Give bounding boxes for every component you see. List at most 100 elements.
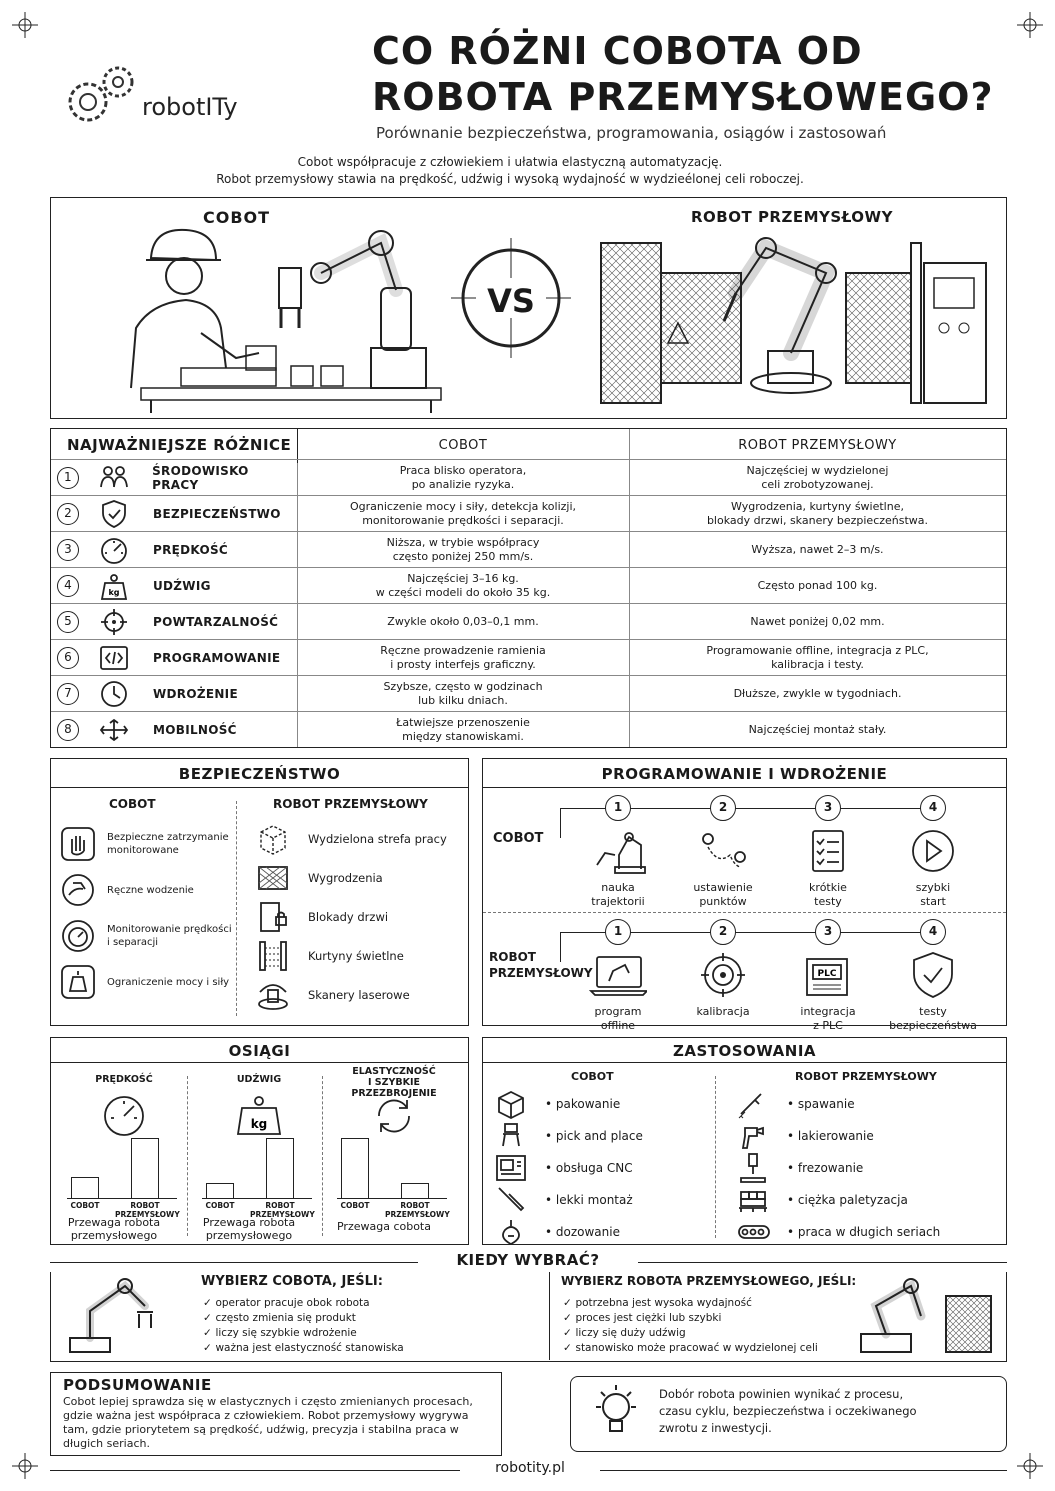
- hero-cobot-label: COBOT: [203, 208, 271, 227]
- when-cobot-header: WYBIERZ COBOTA, JEŚLI:: [201, 1274, 383, 1289]
- cobot-value: Najczęściej 3–16 kg. w części modeli do …: [297, 567, 629, 604]
- applications-title: ZASTOSOWANIA: [672, 1042, 817, 1060]
- cobot-bar-label: COBOT: [205, 1201, 235, 1210]
- checklist-item: ważna jest elastyczność stanowiska: [203, 1341, 403, 1356]
- intro-text: Cobot współpracuje z człowiekiem i ułatw…: [216, 155, 804, 186]
- row-number: 7: [57, 682, 79, 705]
- difference-label: PRĘDKOŚĆ: [153, 542, 229, 557]
- list-item: • praca w długich seriach: [737, 1216, 1002, 1248]
- difference-label: BEZPIECZEŃSTWO: [153, 506, 281, 521]
- checklist-item: stanowisko może pracować w wydzielonej c…: [563, 1341, 817, 1356]
- hero-robot-label: ROBOT PRZEMYSŁOWY: [691, 208, 893, 226]
- performance-caption: Przewaga cobota: [336, 1220, 431, 1233]
- robot-bar-label: ROBOT PRZEMYSŁOWY: [385, 1201, 450, 1219]
- cobot-bar: [206, 1183, 234, 1198]
- force-limit-icon: [61, 965, 95, 999]
- robot-value: Najczęściej montaż stały.: [629, 711, 1006, 748]
- robot-bar-label: ROBOT PRZEMYSŁOWY: [250, 1201, 315, 1219]
- crosshair-icon: [101, 608, 127, 635]
- safety-cobot-item: Bezpieczne zatrzymanie monitorowane: [107, 832, 229, 856]
- corner-crosshair-icon: [1017, 12, 1043, 38]
- programming-title: PROGRAMOWANIE I WDROŻENIE: [601, 765, 888, 783]
- box-icon: [498, 1090, 524, 1120]
- list-item: • pick and place: [495, 1120, 710, 1152]
- performance-group-title: PRĘDKOŚĆ: [95, 1074, 153, 1085]
- page-title: CO RÓŻNI COBOTA OD ROBOTA PRZEMYSŁOWEGO?: [372, 29, 994, 119]
- corner-crosshair-icon: [1017, 1453, 1043, 1479]
- cnc-icon: [496, 1155, 526, 1181]
- application-item: • obsługa CNC: [545, 1161, 633, 1175]
- step-number: 4: [920, 795, 946, 821]
- list-item: • ciężka paletyzacja: [737, 1184, 1002, 1216]
- cobot-value: Ręczne prowadzenie ramienia i prosty int…: [297, 639, 629, 676]
- gears-icon: [68, 66, 134, 122]
- gripper-icon: [502, 1123, 520, 1147]
- cobot-value: Łatwiejsze przenoszenie między stanowisk…: [297, 711, 629, 748]
- applications-robot-header: ROBOT PRZEMYSŁOWY: [795, 1070, 937, 1083]
- applications-panel: ZASTOSOWANIA COBOT ROBOT PRZEMYSŁOWY • p…: [482, 1037, 1007, 1248]
- speed-monitor-icon: [62, 920, 94, 952]
- cobot-bar-label: COBOT: [70, 1201, 100, 1210]
- cobot-value: Zwykle około 0,03–0,1 mm.: [297, 603, 629, 640]
- cobot-bar: [71, 1177, 99, 1198]
- weight-icon: kg: [236, 1096, 282, 1135]
- shield-check-icon: [913, 952, 953, 998]
- safety-robot-header: ROBOT PRZEMYSŁOWY: [273, 797, 428, 811]
- safety-cobot-item: Ograniczenie mocy i siły: [107, 976, 230, 988]
- robot-value: Programowanie offline, integracja z PLC,…: [629, 639, 1006, 676]
- application-item: • frezowanie: [787, 1161, 864, 1175]
- robot-bar: [266, 1138, 294, 1198]
- row-number: 4: [57, 574, 79, 597]
- list-item: Wygrodzenia: [256, 858, 466, 897]
- safety-title: BEZPIECZEŃSTWO: [178, 765, 341, 783]
- step-label: szybki start: [915, 881, 951, 908]
- robot-value: Dłuższe, zwykle w tygodniach.: [629, 675, 1006, 712]
- cobot-arm-icon: [69, 1278, 153, 1353]
- programming-robot-label: ROBOT PRZEMYSŁOWY: [489, 950, 593, 980]
- application-item: • pakowanie: [545, 1097, 621, 1111]
- list-item: Skanery laserowe: [256, 975, 466, 1014]
- row-number: 6: [57, 646, 79, 669]
- row-number: 5: [57, 610, 79, 633]
- step-number: 2: [710, 919, 736, 945]
- safety-cobot-item: Ręczne wodzenie: [107, 884, 194, 896]
- differences-col-cobot: COBOT: [438, 438, 488, 453]
- checklist-item: liczy się szybkie wdrożenie: [203, 1326, 404, 1341]
- robot-value: Nawet poniżej 0,02 mm.: [629, 603, 1006, 640]
- row-number: 3: [57, 538, 79, 561]
- safety-robot-item: Wygrodzenia: [308, 870, 383, 885]
- checklist-item: potrzebna jest wysoka wydajność: [563, 1296, 818, 1311]
- robot-value: Wygrodzenia, kurtyny świetlne, blokady d…: [629, 495, 1006, 532]
- cube-zone-icon: [260, 824, 286, 855]
- corner-crosshair-icon: [12, 1453, 38, 1479]
- cobot-value: Praca blisko operatora, po analizie ryzy…: [297, 459, 629, 496]
- conveyor-icon: [738, 1225, 770, 1239]
- tip-panel: Dobór robota powinien wynikać z procesu,…: [570, 1376, 1007, 1452]
- safety-robot-item: Wydzielona strefa pracy: [308, 831, 447, 846]
- step-label: integracja z PLC: [800, 1005, 856, 1032]
- list-item: • pakowanie: [495, 1088, 710, 1120]
- step-number: 3: [815, 919, 841, 945]
- when-robot-header: WYBIERZ ROBOTA PRZEMYSŁOWEGO, JEŚLI:: [561, 1274, 857, 1288]
- laptop-robot-icon: [588, 956, 650, 996]
- plc-icon: PLC: [806, 958, 848, 996]
- step-number: 4: [920, 919, 946, 945]
- speedometer-icon: [101, 537, 127, 564]
- step-number: 3: [815, 795, 841, 821]
- step-label: program offline: [594, 1005, 642, 1032]
- step-label: krótkie testy: [809, 881, 847, 908]
- when-title: KIEDY WYBRAĆ?: [418, 1251, 638, 1269]
- footer-url[interactable]: robotity.pl: [495, 1460, 565, 1476]
- step-number: 1: [605, 795, 631, 821]
- clock-icon: [101, 680, 127, 707]
